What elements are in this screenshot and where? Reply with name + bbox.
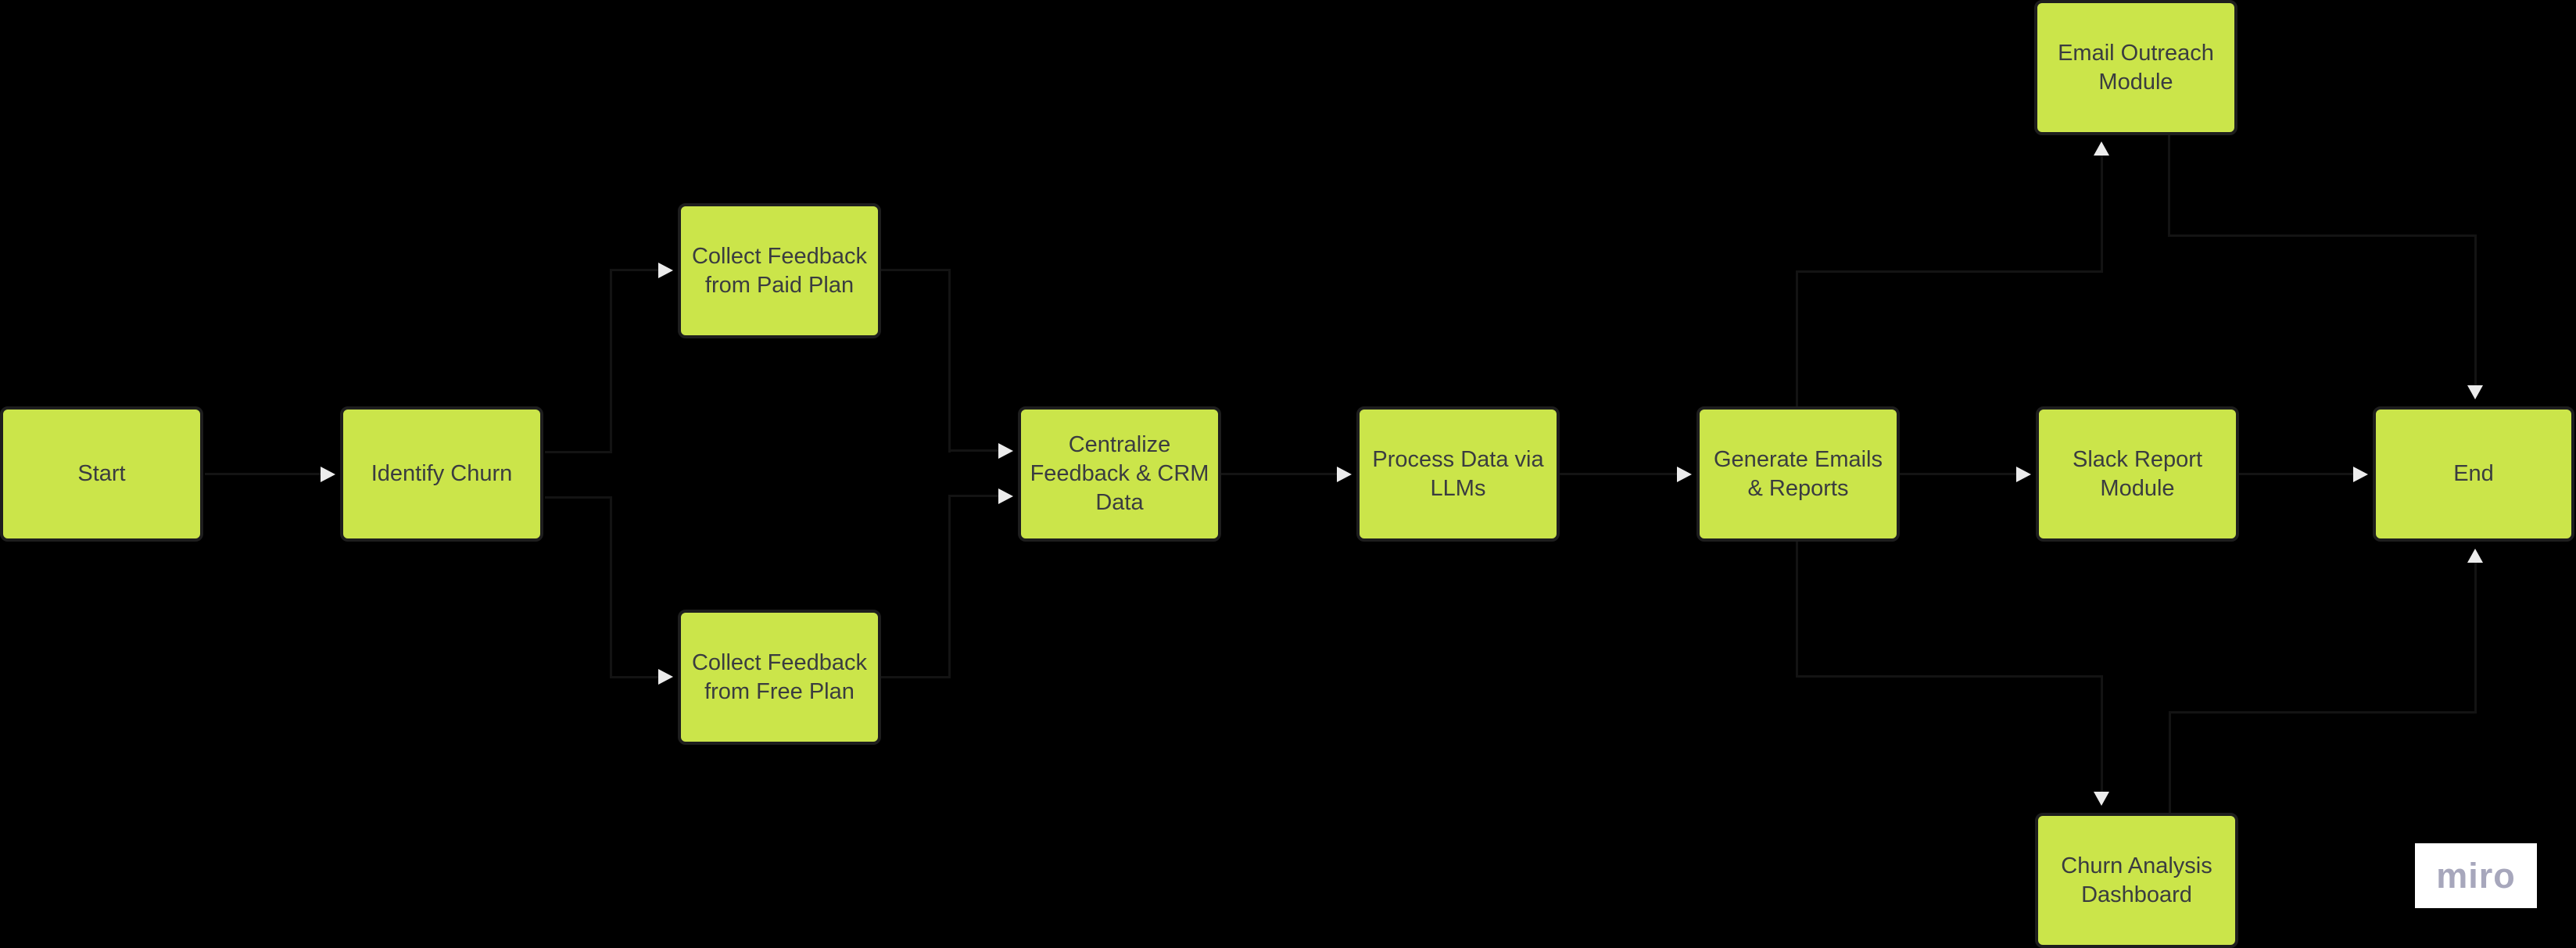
miro-logo-text: miro — [2436, 855, 2516, 896]
node-label: Churn Analysis Dashboard — [2061, 853, 2212, 907]
arrowhead-right-icon[interactable] — [658, 263, 673, 278]
node-label: Collect Feedback from Paid Plan — [691, 243, 868, 298]
flow-node-churn-analysis-dashboard[interactable]: Churn Analysis Dashboard — [2035, 813, 2238, 948]
arrowhead-up-icon[interactable] — [2094, 141, 2109, 156]
arrowhead-right-icon[interactable] — [998, 488, 1013, 504]
flow-node-email-outreach-module[interactable]: Email Outreach Module — [2034, 0, 2237, 135]
flow-node-end[interactable]: End — [2373, 406, 2574, 542]
connector-line — [2169, 711, 2171, 813]
connector-line — [1796, 270, 1798, 406]
flow-node-slack-report-module[interactable]: Slack Report Module — [2036, 406, 2239, 542]
arrowhead-right-icon[interactable] — [998, 443, 1013, 459]
miro-watermark[interactable]: miro — [2415, 843, 2537, 908]
connector-line — [545, 496, 611, 499]
connector-line — [205, 473, 321, 475]
node-label: Collect Feedback from Free Plan — [691, 649, 868, 704]
connector-line — [2239, 473, 2353, 475]
arrowhead-down-icon[interactable] — [2094, 792, 2109, 806]
arrowhead-right-icon[interactable] — [2016, 467, 2031, 482]
flow-node-collect-feedback-free[interactable]: Collect Feedback from Free Plan — [678, 610, 881, 745]
connector-line — [2474, 563, 2477, 713]
node-label: Slack Report Module — [2072, 446, 2202, 501]
node-label: Generate Emails & Reports — [1714, 446, 1883, 501]
node-label: Centralize Feedback & CRM Data — [1030, 432, 1209, 515]
flow-node-process-data-llms[interactable]: Process Data via LLMs — [1356, 406, 1560, 542]
arrowhead-right-icon[interactable] — [1337, 467, 1352, 482]
connector-line — [2101, 156, 2103, 270]
arrowhead-up-icon[interactable] — [2467, 549, 2483, 563]
connector-line — [1796, 675, 2103, 678]
connector-line — [2169, 711, 2477, 714]
node-label: Email Outreach Module — [2058, 40, 2214, 95]
node-label: Identify Churn — [371, 461, 513, 486]
connector-line — [610, 496, 612, 678]
flow-node-collect-feedback-paid[interactable]: Collect Feedback from Paid Plan — [678, 203, 881, 338]
connector-line — [1560, 473, 1677, 475]
connector-line — [948, 269, 951, 453]
connector-line — [881, 269, 950, 271]
connector-line — [1796, 542, 1798, 678]
arrowhead-right-icon[interactable] — [658, 669, 673, 685]
connector-line — [1900, 473, 2016, 475]
arrowhead-right-icon[interactable] — [2353, 467, 2368, 482]
arrowhead-right-icon[interactable] — [321, 467, 335, 482]
connector-line — [948, 495, 998, 497]
flow-node-identify-churn[interactable]: Identify Churn — [340, 406, 543, 542]
connector-line — [1221, 473, 1337, 475]
connector-line — [610, 676, 658, 678]
flow-node-start[interactable]: Start — [0, 406, 203, 542]
connector-line — [948, 449, 998, 452]
connector-line — [2101, 675, 2103, 792]
arrowhead-down-icon[interactable] — [2467, 385, 2483, 399]
connector-line — [545, 451, 611, 453]
node-label: Process Data via LLMs — [1372, 446, 1544, 501]
node-label: Start — [77, 461, 126, 486]
connector-line — [2474, 234, 2477, 385]
node-label: End — [2453, 461, 2494, 486]
connector-line — [610, 270, 612, 453]
connector-line — [948, 495, 951, 678]
connector-line — [2168, 135, 2170, 237]
connector-line — [881, 676, 950, 678]
connector-line — [1796, 270, 2103, 273]
flow-node-generate-emails-reports[interactable]: Generate Emails & Reports — [1696, 406, 1900, 542]
connector-line — [2168, 234, 2477, 237]
connector-line — [610, 269, 658, 271]
flow-node-centralize-feedback-crm[interactable]: Centralize Feedback & CRM Data — [1018, 406, 1221, 542]
arrowhead-right-icon[interactable] — [1677, 467, 1692, 482]
